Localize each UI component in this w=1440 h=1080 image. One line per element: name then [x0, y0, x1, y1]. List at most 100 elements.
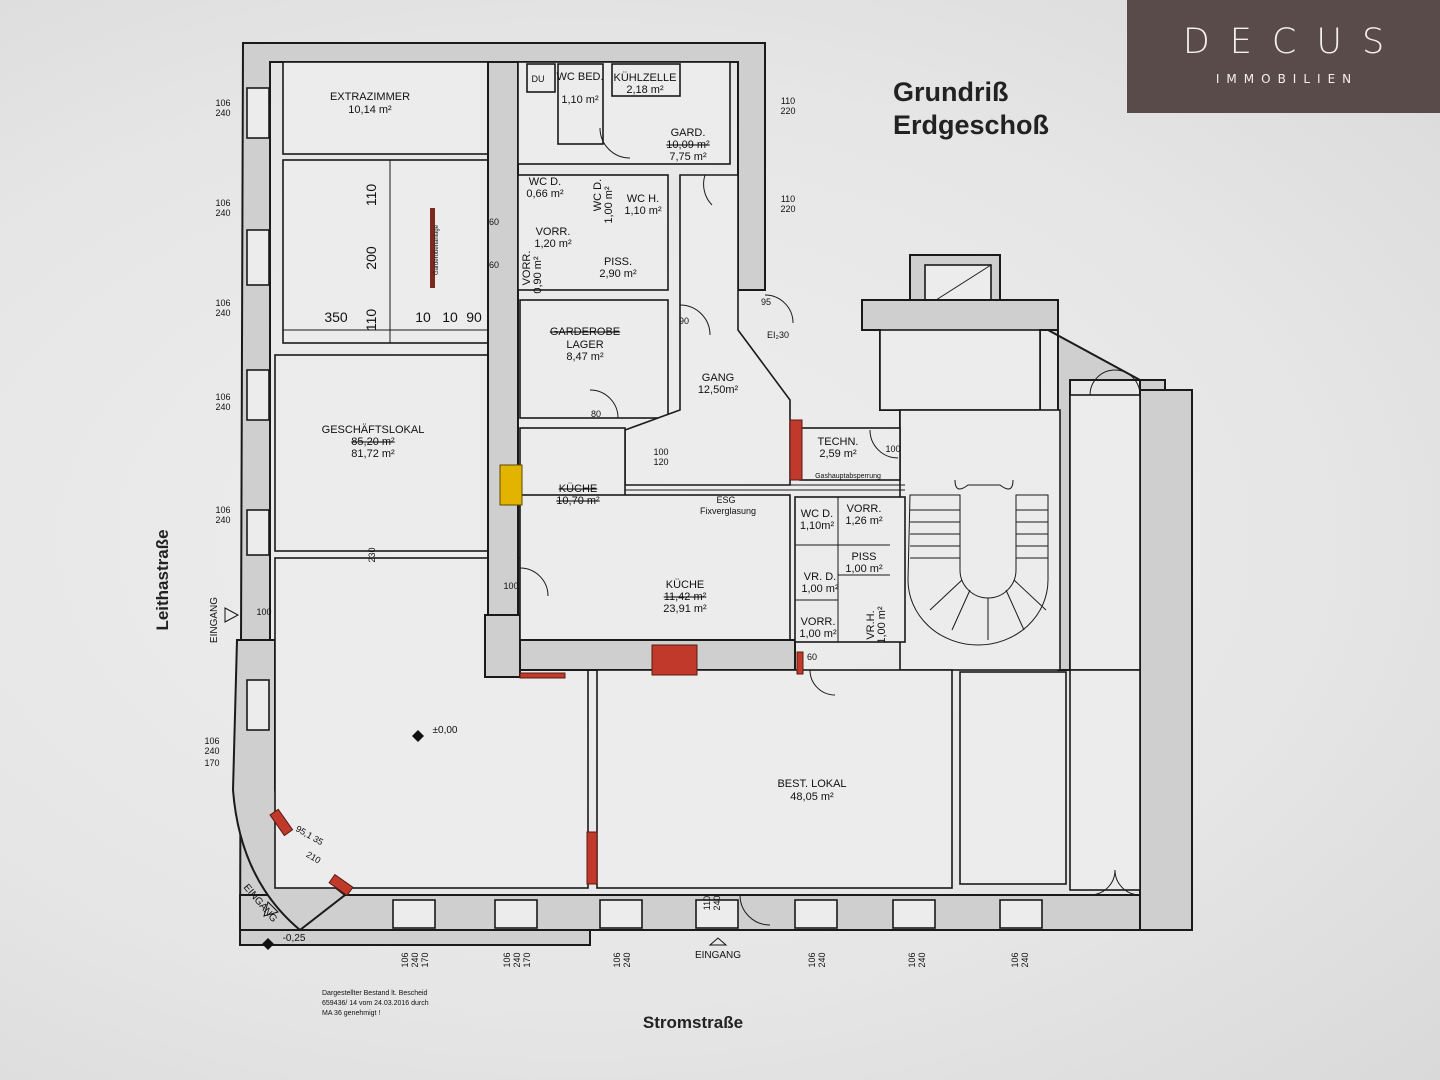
svg-text:60: 60: [489, 217, 499, 227]
label-wc-d-top: WC D.: [529, 176, 561, 188]
right-room: [959, 671, 1067, 885]
label-vorr-small: VORR.: [521, 251, 533, 286]
area-wc-d-top: 0,66 m²: [526, 188, 564, 200]
label-best-lokal: BEST. LOKAL: [777, 778, 846, 790]
svg-text:106: 106: [204, 736, 219, 746]
label-gashaupt: Gashauptabsperrung: [815, 473, 881, 480]
area-kueche-small: 10,70 m²: [556, 495, 600, 507]
elevation-main: ±0,00: [433, 725, 458, 736]
area-wc-bed: 1,10 m²: [561, 94, 599, 106]
svg-text:106: 106: [1010, 952, 1020, 967]
logo-subtitle: IMMOBILIEN: [1215, 72, 1359, 86]
staircase: [907, 479, 1049, 646]
room-lager: [519, 299, 669, 419]
area-wc-d2: 1,00 m²: [603, 186, 615, 224]
decus-logo: DECUS IMMOBILIEN: [1127, 0, 1440, 113]
svg-text:MA 36 genehmigt !: MA 36 genehmigt !: [322, 1010, 380, 1017]
svg-text:Dargestellter Bestand lt. Besc: Dargestellter Bestand lt. Bescheid: [322, 990, 428, 997]
label-lager: LAGER: [566, 339, 603, 351]
area-best-lokal: 48,05 m²: [790, 791, 834, 803]
dim-200: 200: [363, 246, 379, 270]
svg-text:60: 60: [807, 652, 817, 662]
area-gard: 7,75 m²: [669, 151, 707, 163]
stair-hall: [899, 409, 1061, 671]
svg-text:106: 106: [400, 952, 410, 967]
label-kueche: KÜCHE: [666, 579, 705, 591]
svg-text:106: 106: [907, 952, 917, 967]
svg-text:240: 240: [712, 895, 722, 910]
room-wc-block-mid: [794, 496, 906, 643]
room-main-lokal: [274, 557, 589, 889]
svg-text:106: 106: [215, 505, 230, 515]
area-wc-d-mid: 1,10m²: [800, 520, 835, 532]
svg-text:170: 170: [522, 952, 532, 967]
approval-note: Dargestellter Bestand lt. Bescheid 65943…: [322, 990, 429, 1017]
area-piss-top: 2,90 m²: [599, 268, 637, 280]
svg-text:110: 110: [781, 194, 795, 204]
svg-text:240: 240: [512, 952, 522, 967]
area-extrazimmer: 10,14 m²: [348, 104, 392, 116]
logo-brand: DECUS: [1182, 22, 1405, 62]
room-extrazimmer-main: [282, 159, 489, 344]
room-kueche: [519, 494, 791, 641]
fire-walls: [269, 419, 804, 897]
label-extrazimmer: EXTRAZIMMER: [330, 91, 410, 103]
area-gard-old: 10,09 m²: [666, 139, 710, 151]
svg-text:60: 60: [489, 260, 499, 270]
area-vr-d: 1,00 m²: [801, 583, 839, 595]
svg-text:106: 106: [502, 952, 512, 967]
area-piss-mid: 1,00 m²: [845, 563, 883, 575]
dimension-lines: [283, 160, 488, 343]
label-garderobenanlage: Garderobenanlage: [434, 224, 440, 275]
area-vorr-top: 1,20 m²: [534, 238, 572, 250]
dim-110-bottom: 110: [363, 309, 379, 332]
elevation-ext: -0,25: [283, 933, 306, 944]
svg-text:240: 240: [817, 952, 827, 967]
entrance-left: EINGANG: [209, 597, 220, 643]
room-wc-block: [517, 174, 669, 291]
svg-text:220: 220: [780, 106, 795, 116]
elevation-markers: ±0,00 -0,25: [262, 725, 458, 950]
room-geschaeftslokal: [274, 354, 489, 552]
dim-10b: 10: [442, 309, 458, 325]
svg-text:240: 240: [1020, 952, 1030, 967]
spine-wall: [487, 61, 519, 678]
label-techn: TECHN.: [818, 436, 859, 448]
entrance-bottom: EINGANG: [695, 950, 741, 961]
area-lager: 8,47 m²: [566, 351, 604, 363]
svg-text:170: 170: [420, 952, 430, 967]
svg-text:220: 220: [780, 204, 795, 214]
right-bay-upper: [1069, 394, 1141, 671]
area-geschaeftslokal: 81,72 m²: [351, 448, 395, 460]
dim-350: 350: [324, 309, 348, 325]
svg-text:240: 240: [622, 952, 632, 967]
area-wc-h: 1,10 m²: [624, 205, 662, 217]
label-vorr-top: VORR.: [536, 226, 571, 238]
svg-text:120: 120: [653, 457, 668, 467]
garderobe-rail: [430, 208, 435, 288]
svg-text:240: 240: [410, 952, 420, 967]
area-vorr-mid: 1,26 m²: [845, 515, 883, 527]
svg-text:240: 240: [204, 746, 219, 756]
label-piss-mid: PISS: [851, 551, 876, 563]
svg-text:659436/ 14 vom 24.03.2016 durc: 659436/ 14 vom 24.03.2016 durch: [322, 1000, 429, 1007]
area-kueche: 23,91 m²: [663, 603, 707, 615]
room-best-lokal: [596, 669, 953, 889]
label-geschaeftslokal: GESCHÄFTSLOKAL: [322, 424, 425, 436]
svg-text:240: 240: [215, 402, 230, 412]
bottom-windows: [392, 899, 1043, 929]
svg-text:230: 230: [367, 547, 377, 562]
dim-90: 90: [466, 309, 482, 325]
label-fixverglasung: Fixverglasung: [700, 506, 756, 516]
area-vorr-small: 0,90 m²: [532, 256, 544, 294]
svg-text:110: 110: [702, 896, 712, 910]
svg-text:106: 106: [215, 98, 230, 108]
title-line2: Erdgeschoß: [893, 110, 1049, 140]
label-kueche-small: KÜCHE: [559, 483, 598, 495]
area-kuehlzelle: 2,18 m²: [626, 84, 664, 96]
label-gard: GARD.: [671, 127, 706, 139]
label-gang: GANG: [702, 372, 734, 384]
svg-text:106: 106: [215, 198, 230, 208]
stair-hall-upper: [879, 329, 1041, 411]
